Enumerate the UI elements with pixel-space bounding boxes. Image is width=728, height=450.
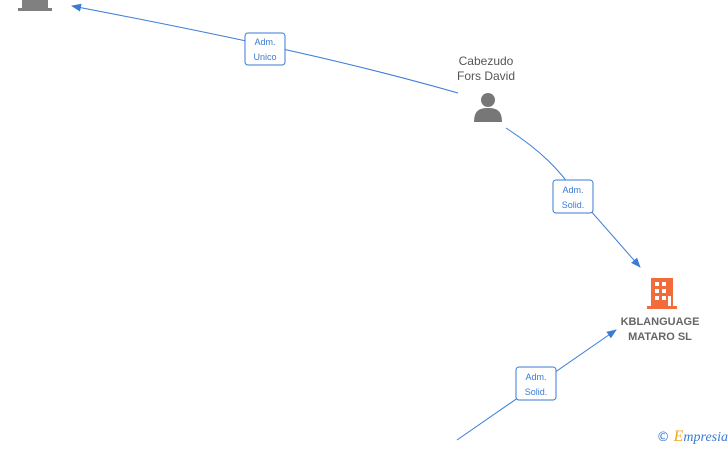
watermark: ©Empresia	[657, 428, 728, 446]
edge-adm-unico	[71, 3, 459, 94]
person-node[interactable]: Cabezudo Fors David	[457, 54, 515, 122]
company-name-line1: KBLANGUAGE	[621, 316, 700, 328]
edge-label-adm-solid-2: Adm. Solid.	[515, 366, 557, 401]
edge-label-adm-unico: Adm. Unico	[244, 32, 286, 66]
edge-label-line1: Adm.	[525, 372, 546, 382]
edge-label-line2: Solid.	[525, 387, 548, 397]
person-name-line1: Cabezudo	[459, 54, 514, 68]
company-node-kblanguage[interactable]: KBLANGUAGE MATARO SL	[621, 278, 700, 343]
edge-label-line1: Adm.	[254, 37, 275, 47]
company-node-top-left[interactable]	[18, 0, 52, 11]
edge-label-line2: Unico	[253, 52, 276, 62]
edge-label-line1: Adm.	[562, 185, 583, 195]
person-name-line2: Fors David	[457, 69, 515, 83]
company-name-line2: MATARO SL	[628, 331, 692, 343]
brand-name: mpresia	[683, 430, 728, 445]
edge-label-adm-solid-1: Adm. Solid.	[552, 179, 594, 214]
brand-initial: E	[673, 428, 684, 445]
edge-label-line2: Solid.	[562, 200, 585, 210]
building-icon	[647, 278, 677, 309]
building-icon	[18, 0, 52, 11]
person-icon	[474, 93, 502, 122]
copyright-icon: ©	[656, 430, 670, 445]
